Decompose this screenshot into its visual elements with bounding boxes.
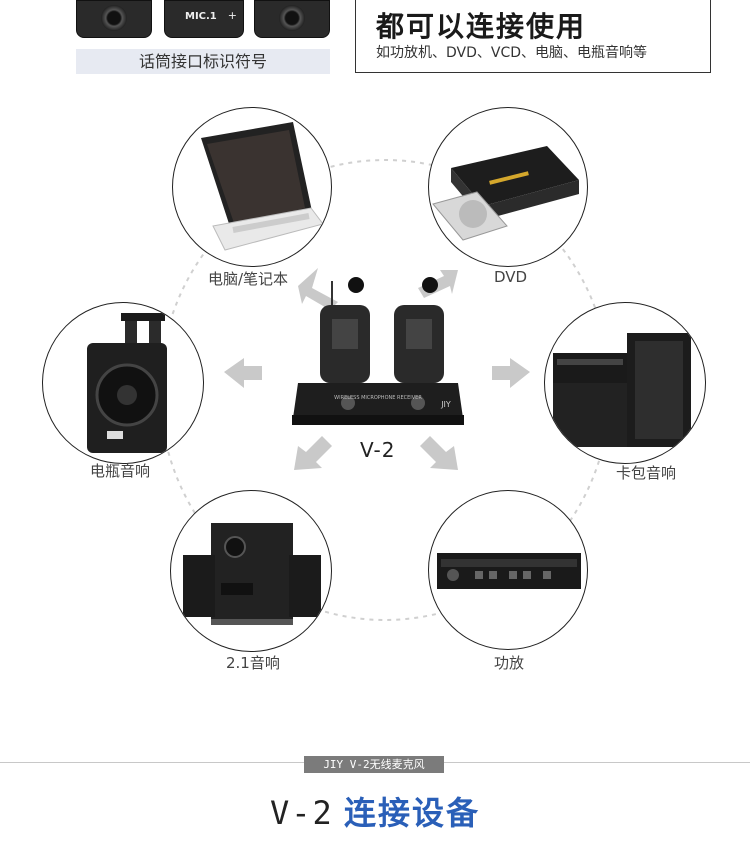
speaker21-circle: [170, 490, 332, 652]
label-battery-speaker: 电瓶音响: [90, 462, 151, 480]
label-laptop: 电脑/笔记本: [208, 270, 289, 288]
section-title: V-2 连接设备: [0, 788, 750, 834]
portable-speaker-icon: [87, 313, 167, 453]
intro-title: 都可以连接使用: [376, 10, 587, 43]
mic-jack-strip: MIC.1 +: [76, 0, 330, 40]
label-karaoke-speaker: 卡包音响: [616, 464, 677, 482]
receiver-panel-text: WIRELESS MICROPHONE RECEIVER: [334, 395, 422, 401]
receiver-model-label: V-2: [360, 438, 396, 462]
amplifier-circle: [428, 490, 588, 650]
amplifier-icon: [437, 553, 581, 589]
connection-diagram: 电脑/笔记本 DVD 电瓶音响: [0, 90, 750, 720]
label-speaker21: 2.1音响: [226, 654, 280, 672]
wireless-receiver: WIRELESS MICROPHONE RECEIVER JIY: [288, 275, 468, 435]
footer-tag: JIY V-2无线麦克风: [304, 756, 444, 773]
speaker21-icon: [183, 523, 321, 625]
jack-image-1: [76, 0, 152, 38]
jack-image-3: [254, 0, 330, 38]
jack-image-2: MIC.1 +: [164, 0, 244, 38]
battery-speaker-circle: [42, 302, 204, 464]
jack-label: MIC.1: [185, 11, 217, 22]
dvd-circle: [428, 107, 588, 267]
laptop-icon: [201, 122, 324, 251]
receiver-brand: JIY: [440, 400, 451, 409]
karaoke-speaker-icon: [553, 333, 691, 447]
intro-subtitle: 如功放机、DVD、VCD、电脑、电瓶音响等: [376, 45, 648, 61]
label-dvd: DVD: [494, 268, 528, 286]
dvd-player-icon: [432, 146, 579, 241]
jack-caption: 话筒接口标识符号: [76, 49, 330, 74]
receiver-icon: WIRELESS MICROPHONE RECEIVER JIY: [292, 277, 464, 425]
karaoke-speaker-circle: [544, 302, 706, 464]
section-title-model: V-2: [270, 794, 334, 832]
laptop-circle: [172, 107, 332, 267]
label-amplifier: 功放: [494, 654, 525, 672]
intro-box: 都可以连接使用 如功放机、DVD、VCD、电脑、电瓶音响等: [355, 0, 711, 73]
section-title-text: 连接设备: [343, 794, 480, 832]
